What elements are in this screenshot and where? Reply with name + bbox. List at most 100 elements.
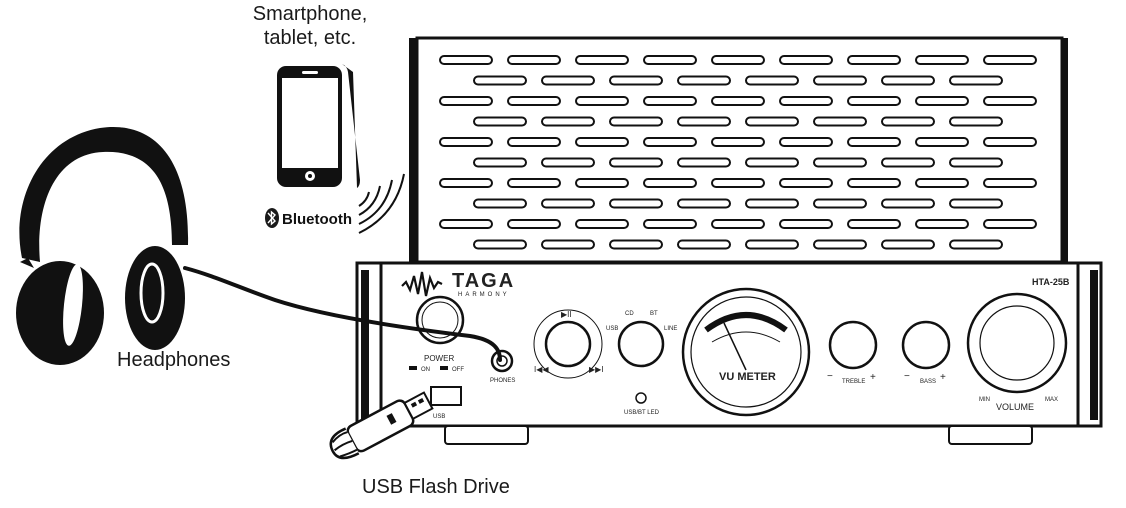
grille-slot (881, 239, 935, 250)
input-line-label: LINE (664, 326, 677, 332)
amplifier: TAGA HARMONY HTA-25B POWER ON OFF USB PH… (355, 261, 1103, 445)
grille-slot (677, 198, 731, 209)
grille-slot (779, 96, 833, 106)
brand-logo: TAGA HARMONY (401, 270, 515, 298)
grille-slot (881, 157, 935, 168)
grille-slot (881, 198, 935, 209)
grille-slot (983, 137, 1037, 147)
grille-slot (541, 75, 595, 86)
treble-label: TREBLE (842, 379, 865, 385)
grille-slot (541, 239, 595, 250)
grille-slot (745, 116, 799, 127)
grille-slot (949, 75, 1003, 86)
phones-jack[interactable] (490, 349, 514, 373)
headphone-cable (183, 266, 502, 362)
usb-port[interactable] (430, 386, 462, 406)
headphones-label: Headphones (117, 349, 230, 371)
grille-slot (779, 178, 833, 188)
off-indicator (440, 366, 448, 370)
grille-slot (609, 239, 663, 250)
volume-knob[interactable] (966, 292, 1068, 394)
bass-knob[interactable] (901, 320, 951, 370)
treble-plus: + (870, 372, 876, 383)
on-indicator (409, 366, 417, 370)
usb-port-label: USB (433, 414, 445, 420)
treble-minus: − (827, 371, 833, 382)
grille-slot (813, 116, 867, 127)
grille-slot (949, 198, 1003, 209)
brand-name: TAGA (452, 270, 515, 292)
grille-slot (915, 219, 969, 229)
grille-slot (541, 198, 595, 209)
power-label: POWER (424, 354, 454, 363)
grille-slot (949, 116, 1003, 127)
grille-slot (915, 137, 969, 147)
grille-slot (575, 219, 629, 229)
grille-slot (847, 178, 901, 188)
volume-label: VOLUME (996, 402, 1034, 412)
grille-slot (915, 178, 969, 188)
grille-slot (473, 239, 527, 250)
grille-slot (677, 116, 731, 127)
grille-slot (711, 137, 765, 147)
volume-max-label: MAX (1045, 397, 1058, 403)
grille-slot (847, 137, 901, 147)
grille-slot (745, 198, 799, 209)
model-number: HTA-25B (1032, 277, 1070, 287)
grille-slot (609, 157, 663, 168)
vu-meter-label: VU METER (719, 371, 776, 383)
grille-slot (779, 137, 833, 147)
grille-slot (439, 96, 493, 106)
speaker-grille (409, 36, 1068, 264)
grille-slot (439, 178, 493, 188)
input-selector-knob[interactable] (617, 320, 665, 368)
grille-slot (643, 178, 697, 188)
bluetooth-label: Bluetooth (282, 211, 352, 228)
play-pause-icon: ▶II (561, 310, 572, 319)
grille-slot (983, 178, 1037, 188)
grille-slot (473, 198, 527, 209)
usb-flash-drive-label: USB Flash Drive (362, 476, 510, 498)
grille-slot (677, 239, 731, 250)
grille-slot (541, 116, 595, 127)
grille-slot (711, 55, 765, 65)
grille-slot (575, 55, 629, 65)
treble-knob[interactable] (828, 320, 878, 370)
usb-bt-led (635, 392, 647, 404)
bluetooth-icon (265, 208, 279, 228)
grille-slot (473, 157, 527, 168)
grille-slot (439, 137, 493, 147)
grille-slot (745, 157, 799, 168)
usb-flash-drive-icon (329, 391, 434, 460)
grille-slot (711, 219, 765, 229)
grille-slot (847, 96, 901, 106)
track-control-knob[interactable] (533, 309, 603, 379)
grille-slot (813, 198, 867, 209)
grille-slot (643, 219, 697, 229)
grille-slot (813, 157, 867, 168)
grille-slot (439, 55, 493, 65)
headphones-icon (16, 126, 189, 365)
grille-slot (541, 157, 595, 168)
usb-bt-led-label: USB/BT LED (624, 410, 660, 416)
grille-slot (813, 239, 867, 250)
vu-meter (681, 287, 811, 417)
grille-slot (745, 75, 799, 86)
phones-label: PHONES (490, 378, 515, 384)
grille-slot (507, 96, 561, 106)
grille-slot (915, 55, 969, 65)
grille-slot (507, 178, 561, 188)
bass-label: BASS (920, 379, 936, 385)
grille-slot (609, 116, 663, 127)
grille-slot (609, 75, 663, 86)
grille-slot (643, 96, 697, 106)
bass-minus: − (904, 371, 910, 382)
grille-slot (643, 55, 697, 65)
grille-slot (439, 219, 493, 229)
grille-slot (677, 75, 731, 86)
grille-slot (711, 178, 765, 188)
on-label: ON (421, 367, 430, 373)
grille-slot (779, 55, 833, 65)
prev-icon: I◀◀ (534, 365, 549, 374)
